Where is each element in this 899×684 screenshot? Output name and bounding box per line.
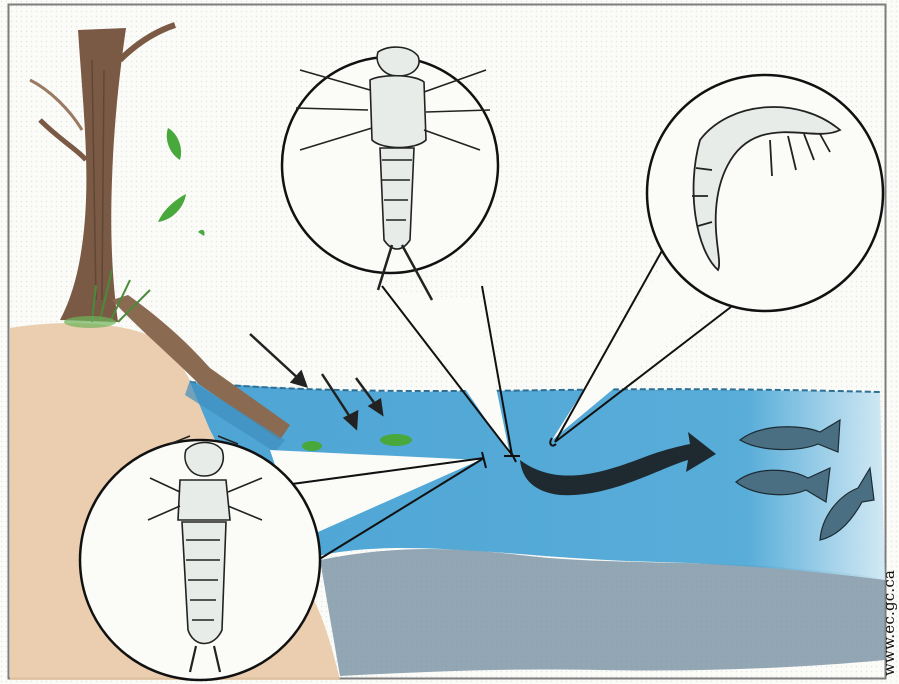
source-credit: www.ec.gc.ca [880,570,898,676]
